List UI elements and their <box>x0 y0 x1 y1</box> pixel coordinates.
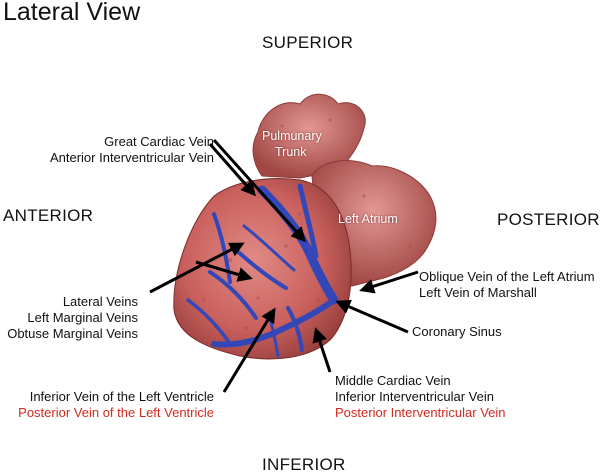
label-left-vein-of-marshall: Left Vein of Marshall <box>419 285 537 300</box>
arrow-oblique-vein <box>359 270 419 294</box>
arrow-anterior-interventricular-vein <box>212 138 307 243</box>
label-oblique-vein-left-atrium: Oblique Vein of the Left Atrium <box>419 269 595 284</box>
label-left-marginal-veins: Left Marginal Veins <box>27 310 138 325</box>
arrow-great-cardiac-vein <box>208 143 256 197</box>
arrow-middle-cardiac-vein <box>312 327 332 373</box>
arrow-coronary-sinus <box>335 299 409 334</box>
label-inferior-vein-left-ventricle: Inferior Vein of the Left Ventricle <box>29 389 214 404</box>
structure-pulmonary-trunk-line2: Trunk <box>275 145 307 159</box>
arrow-lateral-veins <box>149 242 245 294</box>
orientation-posterior: POSTERIOR <box>497 210 600 229</box>
label-middle-cardiac-vein: Middle Cardiac Vein <box>335 373 451 388</box>
structure-pulmonary-trunk-line1: Pulmunary <box>262 129 322 143</box>
arrow-inferior-vein-left-ventricle <box>222 307 276 393</box>
pulmonary-trunk-shape <box>252 93 366 179</box>
annotation-arrows <box>149 138 419 393</box>
arrow-left-marginal-veins <box>195 260 253 282</box>
structure-left-atrium: Left Atrium <box>338 212 398 226</box>
page-title: Lateral View <box>3 0 141 26</box>
orientation-inferior: INFERIOR <box>262 455 346 474</box>
label-posterior-vein-left-ventricle: Posterior Vein of the Left Ventricle <box>18 405 214 420</box>
label-anterior-interventricular-vein: Anterior Interventricular Vein <box>49 150 214 165</box>
surface-texture <box>202 118 412 330</box>
cardiac-veins <box>186 183 339 358</box>
label-posterior-interventricular-vein: Posterior Interventricular Vein <box>335 405 506 420</box>
label-obtuse-marginal-veins: Obtuse Marginal Veins <box>7 326 138 341</box>
label-lateral-veins: Lateral Veins <box>62 294 138 309</box>
label-coronary-sinus: Coronary Sinus <box>412 324 502 339</box>
label-inferior-interventricular-vein: Inferior Interventricular Vein <box>335 389 494 404</box>
orientation-superior: SUPERIOR <box>262 33 354 52</box>
orientation-anterior: ANTERIOR <box>3 206 94 225</box>
label-great-cardiac-vein: Great Cardiac Vein <box>104 134 214 149</box>
ventricle-shape <box>173 178 352 360</box>
